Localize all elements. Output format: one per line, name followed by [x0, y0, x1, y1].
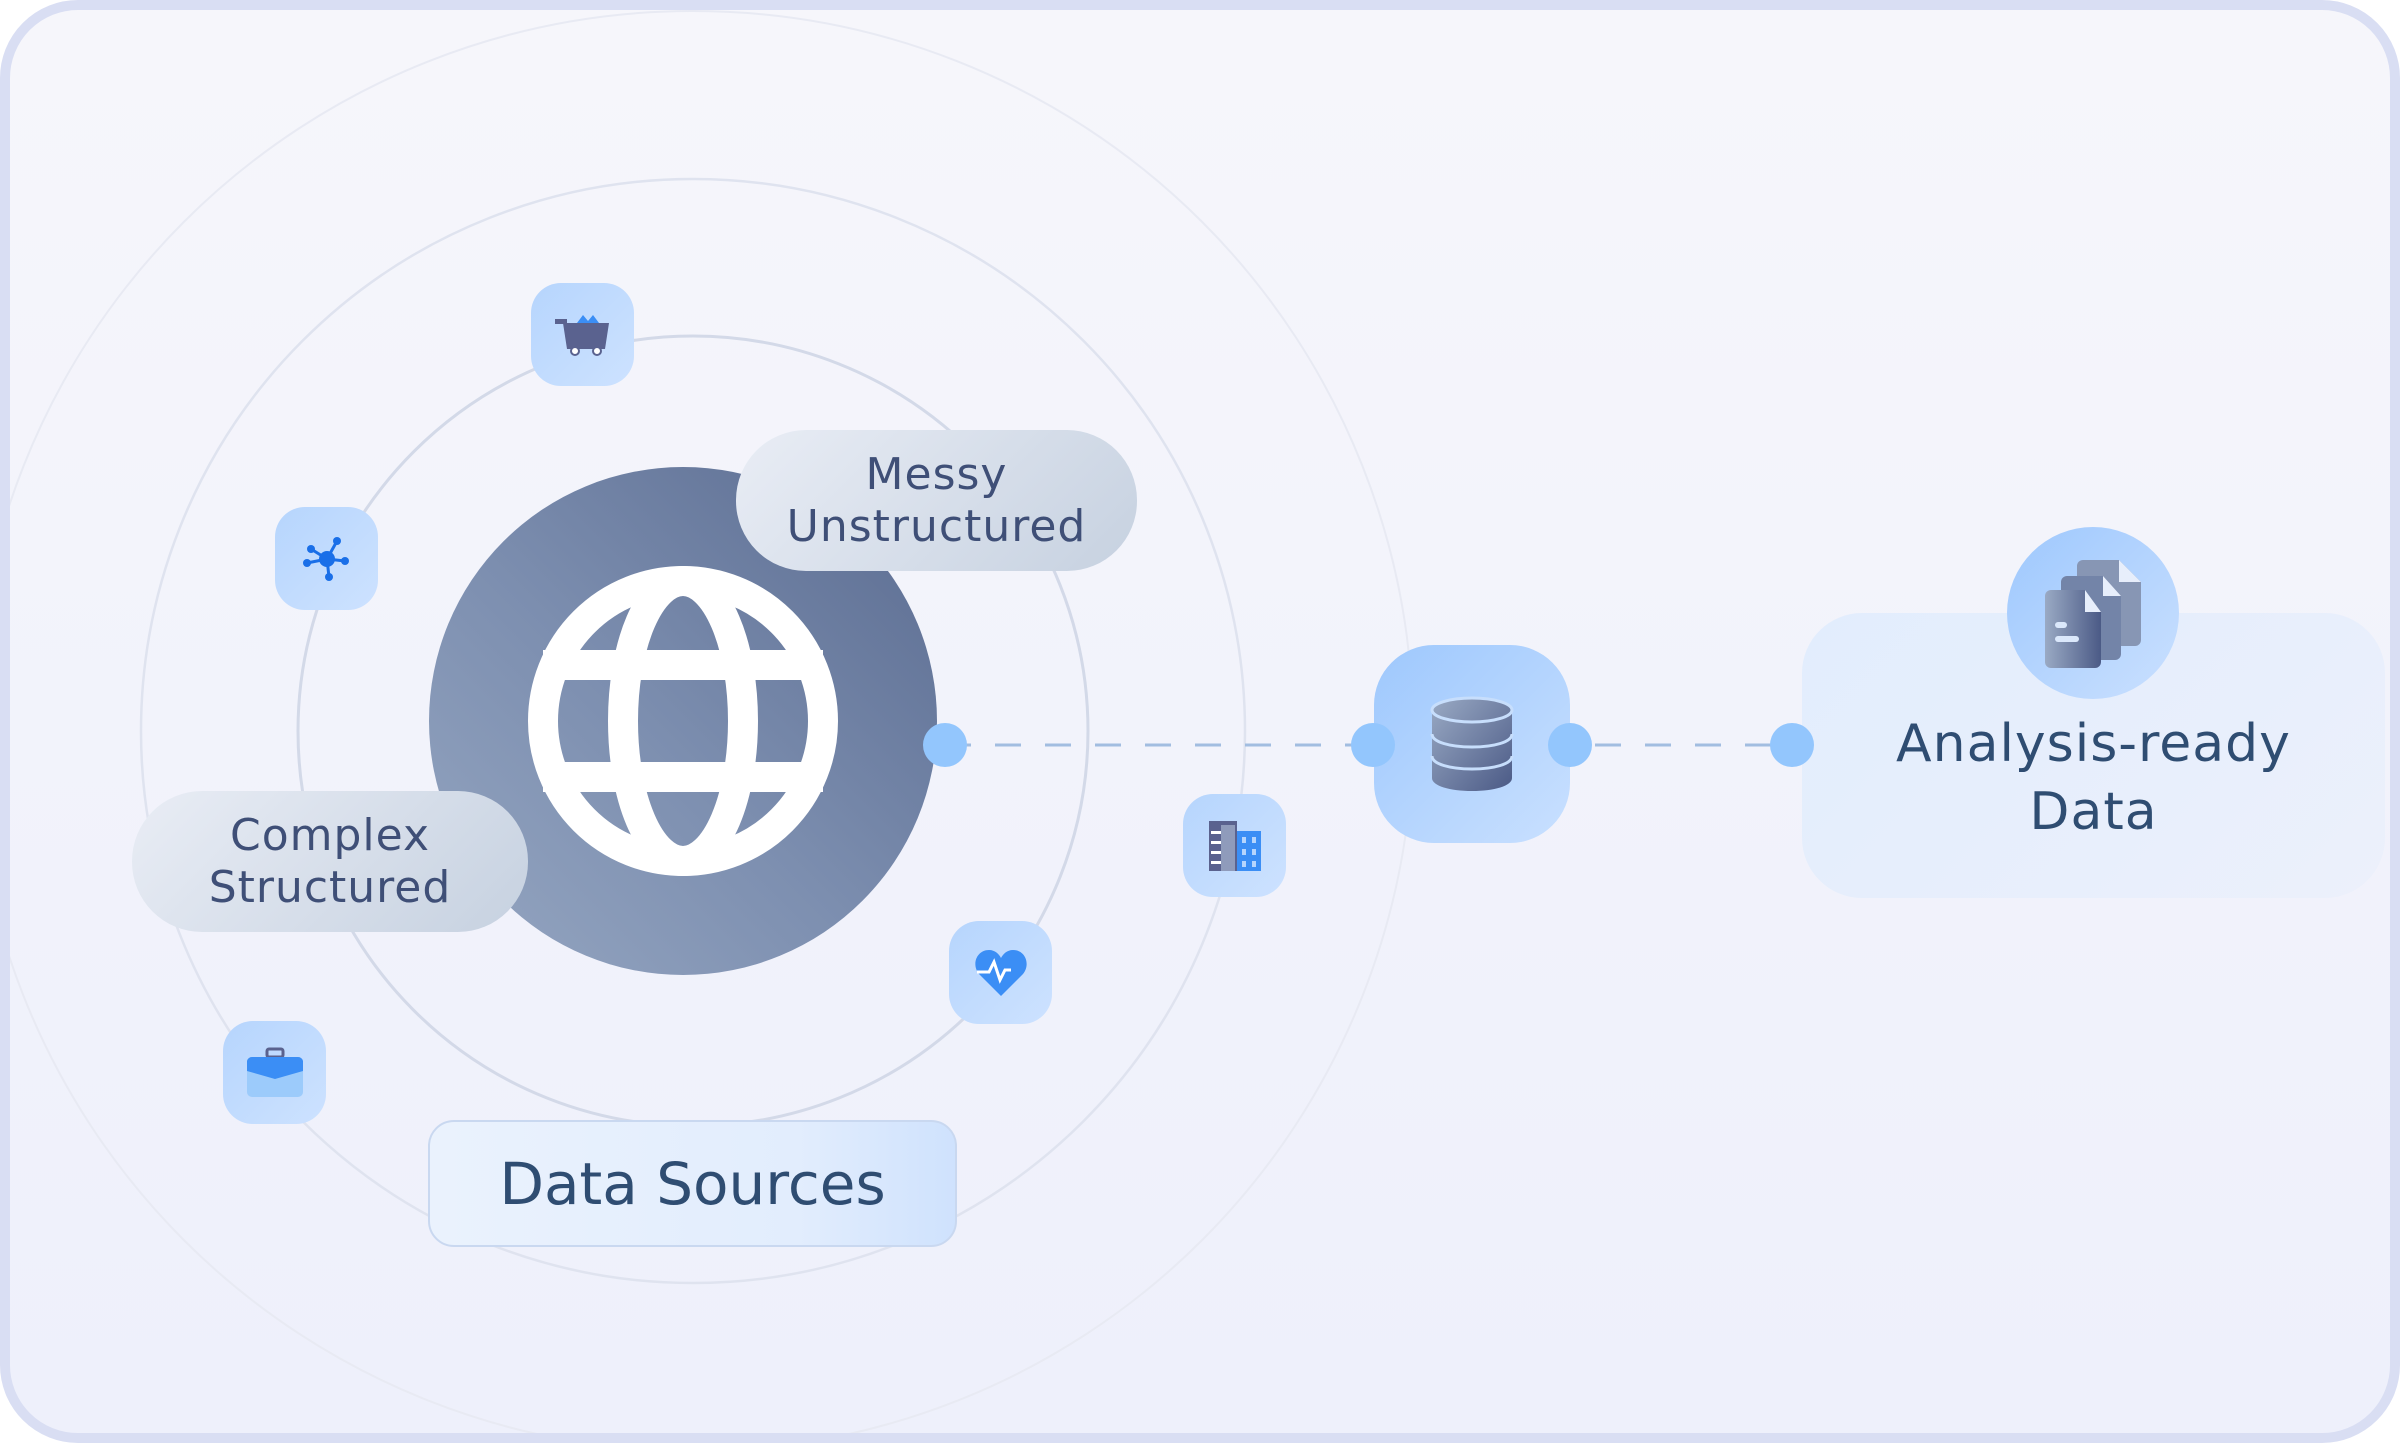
- label-line: Analysis-ready: [1896, 714, 2291, 774]
- building-icon: [1208, 820, 1261, 871]
- label-line: Complex: [230, 809, 430, 861]
- briefcase-tile: [223, 1021, 326, 1124]
- database-output-dot: [1548, 723, 1592, 767]
- data-sources-label: Data Sources: [428, 1120, 957, 1247]
- analysis-ready-label: Analysis-ready Data: [1802, 710, 2385, 846]
- label-line: Unstructured: [786, 500, 1087, 552]
- label-line: Structured: [208, 861, 452, 913]
- mining-cart-icon: [554, 314, 609, 356]
- database-icon: [1430, 696, 1514, 791]
- building-tile: [1183, 794, 1286, 897]
- heart-pulse-tile: [949, 921, 1052, 1024]
- output-input-dot: [1770, 723, 1814, 767]
- database-input-dot: [1351, 723, 1395, 767]
- middle-ring: [139, 177, 1247, 1285]
- documents-icon: [2045, 560, 2141, 668]
- briefcase-icon: [246, 1047, 303, 1097]
- label-line: Messy: [865, 448, 1008, 500]
- globe-icon: [528, 566, 838, 876]
- network-icon: [302, 536, 349, 581]
- label-line: Data: [2029, 782, 2158, 842]
- documents-tile: [2007, 527, 2179, 699]
- connector-dot: [923, 723, 967, 767]
- network-tile: [275, 507, 378, 610]
- mining-cart-tile: [531, 283, 634, 386]
- heart-pulse-icon: [974, 949, 1027, 996]
- database-tile: [1374, 645, 1570, 843]
